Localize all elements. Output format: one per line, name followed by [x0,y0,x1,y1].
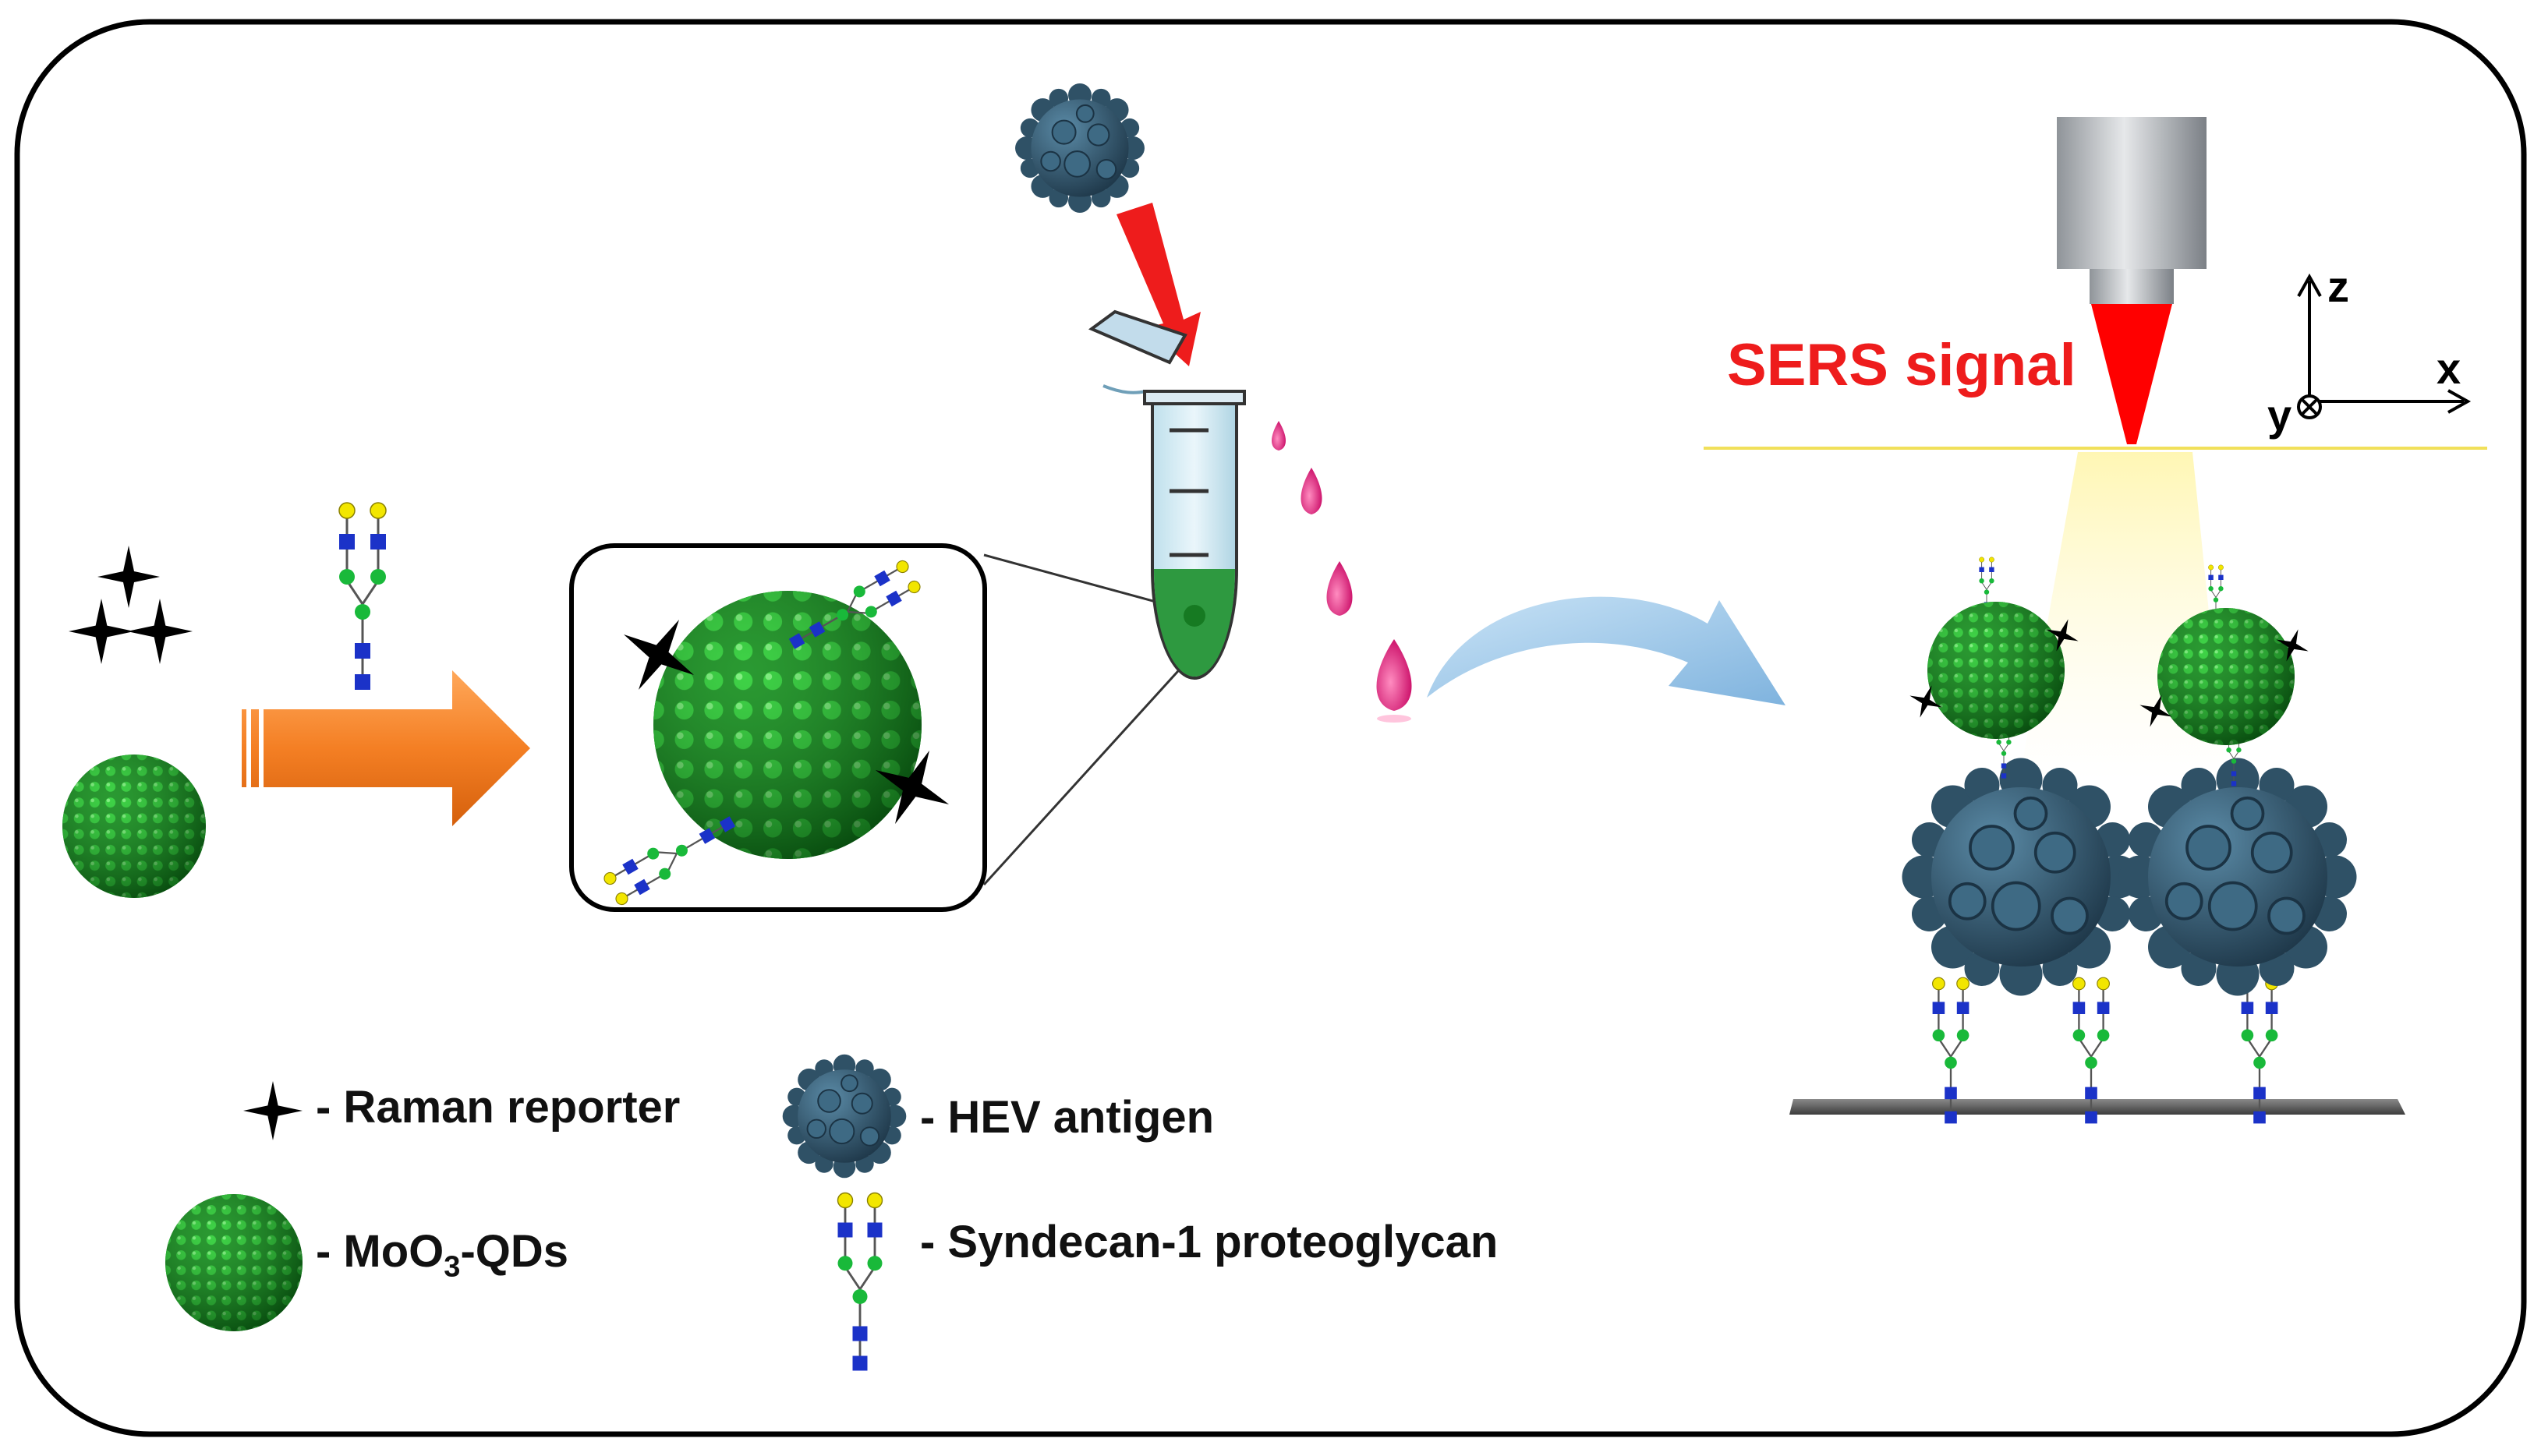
legend-raman-label: - Raman reporter [316,1082,681,1133]
bound-qd-1 [1927,602,2065,739]
moo3-qd-particle [62,755,206,898]
outer-frame [14,19,2527,1437]
eppendorf-tube [1088,309,1246,680]
laser-beam [2091,304,2172,444]
y-axis-label: y [2267,391,2292,440]
z-axis-label: z [2327,262,2349,311]
functionalized-qd-inset [569,543,987,912]
bound-hev-antigen-2 [2117,756,2359,998]
hev-antigen-falling [1014,83,1145,214]
legend-raman-icon [243,1081,303,1140]
process-arrow [242,670,530,826]
legend-qd-icon [165,1194,303,1331]
substrate-slab [1789,1099,2405,1115]
legend-hev-icon [781,1053,908,1179]
bound-qd-2 [2157,608,2295,745]
sample-droplets [1272,421,1412,723]
legend-moo3-label: - MoO3-QDs [316,1226,569,1284]
coordinate-axes [2297,273,2472,419]
legend-glycan-icon [837,1192,883,1372]
syndecan-glycan-icon [338,501,388,691]
raman-reporter-group [69,546,193,664]
red-pointer-arrow [1117,203,1201,366]
legend-syndecan-label: - Syndecan-1 proteoglycan [920,1217,1499,1267]
sers-signal-label: SERS signal [1727,332,2076,398]
x-axis-label: x [2437,344,2461,393]
bound-hev-antigen-1 [1900,756,2142,998]
curved-transfer-arrow [1427,596,1785,705]
legend-hev-label: - HEV antigen [920,1092,1215,1143]
microscope-objective [2057,117,2207,444]
